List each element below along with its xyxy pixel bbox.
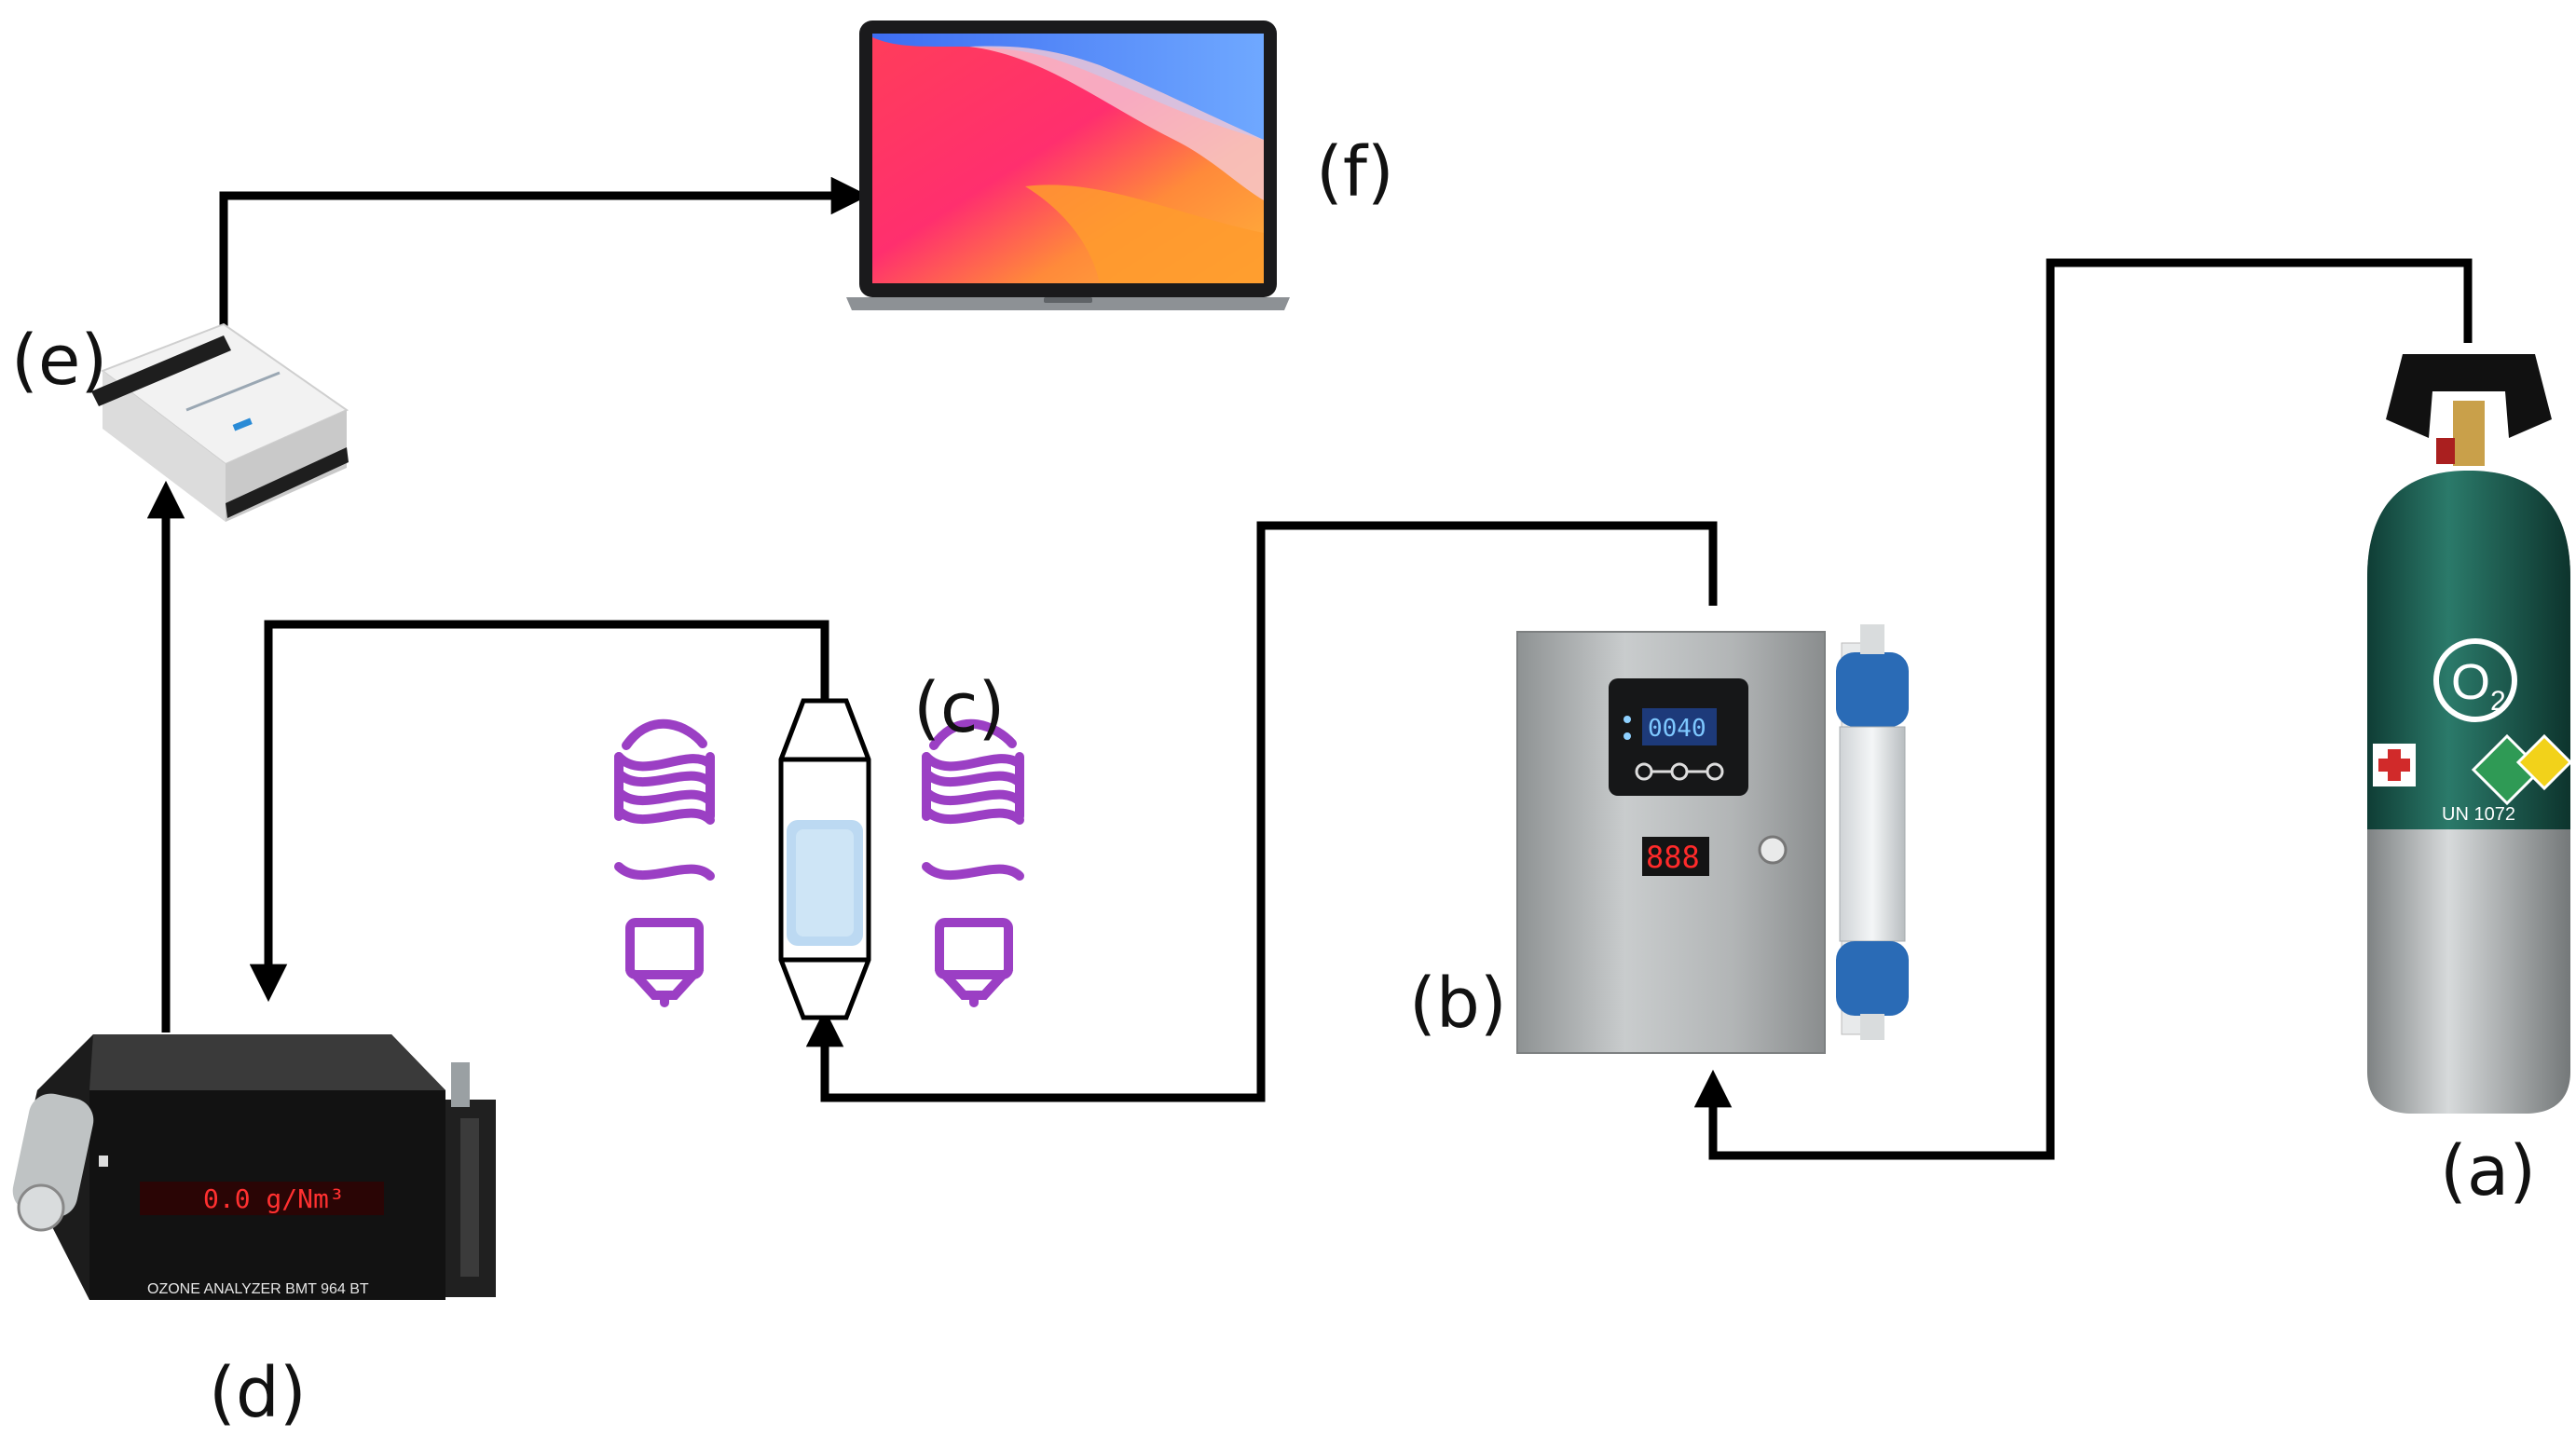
reactor-tube-icon <box>778 698 871 1020</box>
generator-panel-display: 0040 <box>1648 715 1706 743</box>
line-cylinder-to-generator <box>1693 258 2473 1160</box>
cylinder-formula: O <box>2451 654 2490 710</box>
ozone-generator-icon: 0040 888 <box>1516 624 1909 1054</box>
label-d: (d) <box>209 1353 307 1433</box>
label-c: (c) <box>913 668 1005 748</box>
analyzer-reading: 0.0 g/Nm³ <box>203 1183 345 1214</box>
cylinder-formula-sub: 2 <box>2490 686 2506 717</box>
cylinder-un-number: UN 1072 <box>2442 804 2515 825</box>
generator-display: 888 <box>1646 840 1700 875</box>
oxygen-cylinder-icon: O 2 UN 1072 <box>2367 354 2573 1114</box>
label-a: (a) <box>2440 1131 2536 1211</box>
uv-lamp-right-icon <box>922 718 1024 1007</box>
analyzer-model: OZONE ANALYZER BMT 964 BT <box>147 1281 369 1297</box>
label-e: (e) <box>11 321 107 401</box>
label-f: (f) <box>1316 132 1394 212</box>
laptop-icon <box>846 21 1290 310</box>
data-logger-icon <box>91 322 349 522</box>
uv-lamp-left-icon <box>614 718 715 1007</box>
connection-lines <box>146 176 2473 1160</box>
label-b: (b) <box>1409 964 1507 1044</box>
line-logger-to-laptop <box>219 176 870 326</box>
ozone-analyzer-icon: 0.0 g/Nm³ OZONE ANALYZER BMT 964 BT <box>12 1034 496 1300</box>
line-reactor-to-analyzer <box>249 620 829 1003</box>
line-generator-to-reactor <box>805 521 1718 1102</box>
